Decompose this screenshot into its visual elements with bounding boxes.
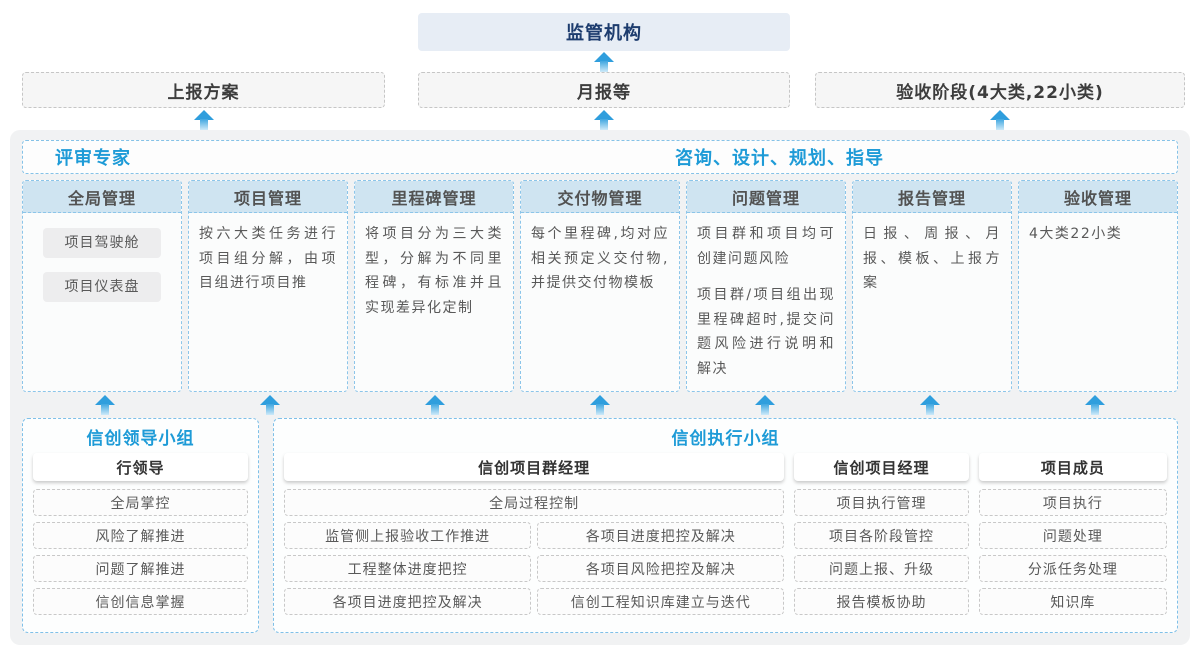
- up-arrow-icon: [194, 110, 214, 130]
- list-item: 问题处理: [978, 522, 1167, 549]
- up-arrow-icon: [94, 395, 115, 415]
- column-text: 项目群和项目均可创建问题风险: [697, 226, 835, 267]
- list-item: 项目执行: [978, 489, 1167, 516]
- execution-group-title: 信创执行小组: [671, 429, 780, 449]
- list-item: 知识库: [978, 588, 1167, 615]
- list-item: 各项目风险把控及解决: [537, 555, 785, 582]
- column-text: 每个里程碑,均对应相关预定义交付物,并提供交付物模板: [531, 226, 669, 291]
- up-arrow-icon: [594, 52, 614, 72]
- project-member-role-box: 项目成员: [978, 453, 1167, 481]
- program-manager-role-box: 信创项目群经理: [284, 453, 785, 481]
- column-title: 问题管理: [687, 181, 845, 213]
- up-arrow-icon: [1085, 395, 1106, 415]
- column-milestone: 里程碑管理 将项目分为三大类型，分解为不同里程碑，有标准并且实现差异化定制: [354, 180, 514, 392]
- column-text: 将项目分为三大类型，分解为不同里程碑，有标准并且实现差异化定制: [365, 226, 503, 316]
- list-item: 项目各阶段管控: [794, 522, 969, 549]
- program-manager-section: 信创项目群经理 全局过程控制 监管侧上报验收工作推进 各项目进度把控及解决 工程…: [284, 453, 785, 622]
- column-text: 4大类22小类: [1029, 226, 1123, 242]
- column-text: 日报、周报、月报、模板、上报方案: [863, 226, 1001, 291]
- list-item: 监管侧上报验收工作推进: [284, 522, 532, 549]
- up-arrow-icon: [594, 110, 614, 130]
- list-item: 各项目进度把控及解决: [537, 522, 785, 549]
- column-title: 里程碑管理: [355, 181, 513, 213]
- regulator-box: 监管机构: [418, 13, 790, 51]
- consulting-label: 咨询、设计、规划、指导: [675, 148, 884, 169]
- list-item: 工程整体进度把控: [284, 555, 532, 582]
- list-item: 信创信息掌握: [33, 588, 248, 615]
- column-text: 按六大类任务进行项目组分解，由项目组进行项目推: [199, 226, 337, 291]
- bank-leader-role-box: 行领导: [33, 453, 248, 481]
- column-acceptance: 验收管理 4大类22小类: [1018, 180, 1178, 392]
- up-arrow-icon: [259, 395, 280, 415]
- experts-bar: 评审专家 咨询、设计、规划、指导: [22, 140, 1178, 174]
- list-item: 项目执行管理: [794, 489, 969, 516]
- monthly-report-box: 月报等: [418, 72, 790, 108]
- column-title: 项目管理: [189, 181, 347, 213]
- up-arrow-icon: [990, 110, 1010, 130]
- up-arrow-icon: [755, 395, 776, 415]
- column-title: 验收管理: [1019, 181, 1177, 213]
- column-title: 报告管理: [853, 181, 1011, 213]
- list-item: 全局掌控: [33, 489, 248, 516]
- project-member-section: 项目成员 项目执行 问题处理 分派任务处理 知识库: [978, 453, 1167, 622]
- column-global: 全局管理 项目驾驶舱 项目仪表盘: [22, 180, 182, 392]
- column-arrows-row: [22, 392, 1178, 418]
- up-arrow-icon: [424, 395, 445, 415]
- acceptance-stage-box: 验收阶段(4大类,22小类): [815, 72, 1185, 108]
- project-manager-role-box: 信创项目经理: [794, 453, 969, 481]
- column-title: 全局管理: [23, 181, 181, 213]
- list-item: 问题了解推进: [33, 555, 248, 582]
- column-issue: 问题管理 项目群和项目均可创建问题风险 项目群/项目组出现里程碑超时,提交问题风…: [686, 180, 846, 392]
- review-experts-label: 评审专家: [55, 148, 131, 169]
- list-item: 问题上报、升级: [794, 555, 969, 582]
- column-project: 项目管理 按六大类任务进行项目组分解，由项目组进行项目推: [188, 180, 348, 392]
- management-columns: 全局管理 项目驾驶舱 项目仪表盘 项目管理 按六大类任务进行项目组分解，由项目组…: [22, 180, 1178, 392]
- leadership-group-title: 信创领导小组: [86, 429, 195, 449]
- project-dashboard-chip: 项目仪表盘: [43, 272, 161, 302]
- project-manager-section: 信创项目经理 项目执行管理 项目各阶段管控 问题上报、升级 报告模板协助: [794, 453, 969, 622]
- list-item: 分派任务处理: [978, 555, 1167, 582]
- list-item: 风险了解推进: [33, 522, 248, 549]
- column-report: 报告管理 日报、周报、月报、模板、上报方案: [852, 180, 1012, 392]
- execution-group-box: 信创执行小组 信创项目群经理 全局过程控制 监管侧上报验收工作推进 各项目进度把…: [273, 418, 1178, 633]
- leadership-group-box: 信创领导小组 行领导 全局掌控 风险了解推进 问题了解推进 信创信息掌握: [22, 418, 259, 633]
- main-panel: 评审专家 咨询、设计、规划、指导 全局管理 项目驾驶舱 项目仪表盘 项目管理 按…: [10, 130, 1190, 645]
- up-arrow-icon: [589, 395, 610, 415]
- project-cockpit-chip: 项目驾驶舱: [43, 228, 161, 258]
- up-arrow-icon: [920, 395, 941, 415]
- list-item: 报告模板协助: [794, 588, 969, 615]
- column-text: 项目群/项目组出现里程碑超时,提交问题风险进行说明和解决: [697, 287, 835, 377]
- column-title: 交付物管理: [521, 181, 679, 213]
- column-deliverable: 交付物管理 每个里程碑,均对应相关预定义交付物,并提供交付物模板: [520, 180, 680, 392]
- list-item: 各项目进度把控及解决: [284, 588, 532, 615]
- list-item: 全局过程控制: [284, 489, 785, 516]
- list-item: 信创工程知识库建立与迭代: [537, 588, 785, 615]
- report-plan-box: 上报方案: [22, 72, 385, 108]
